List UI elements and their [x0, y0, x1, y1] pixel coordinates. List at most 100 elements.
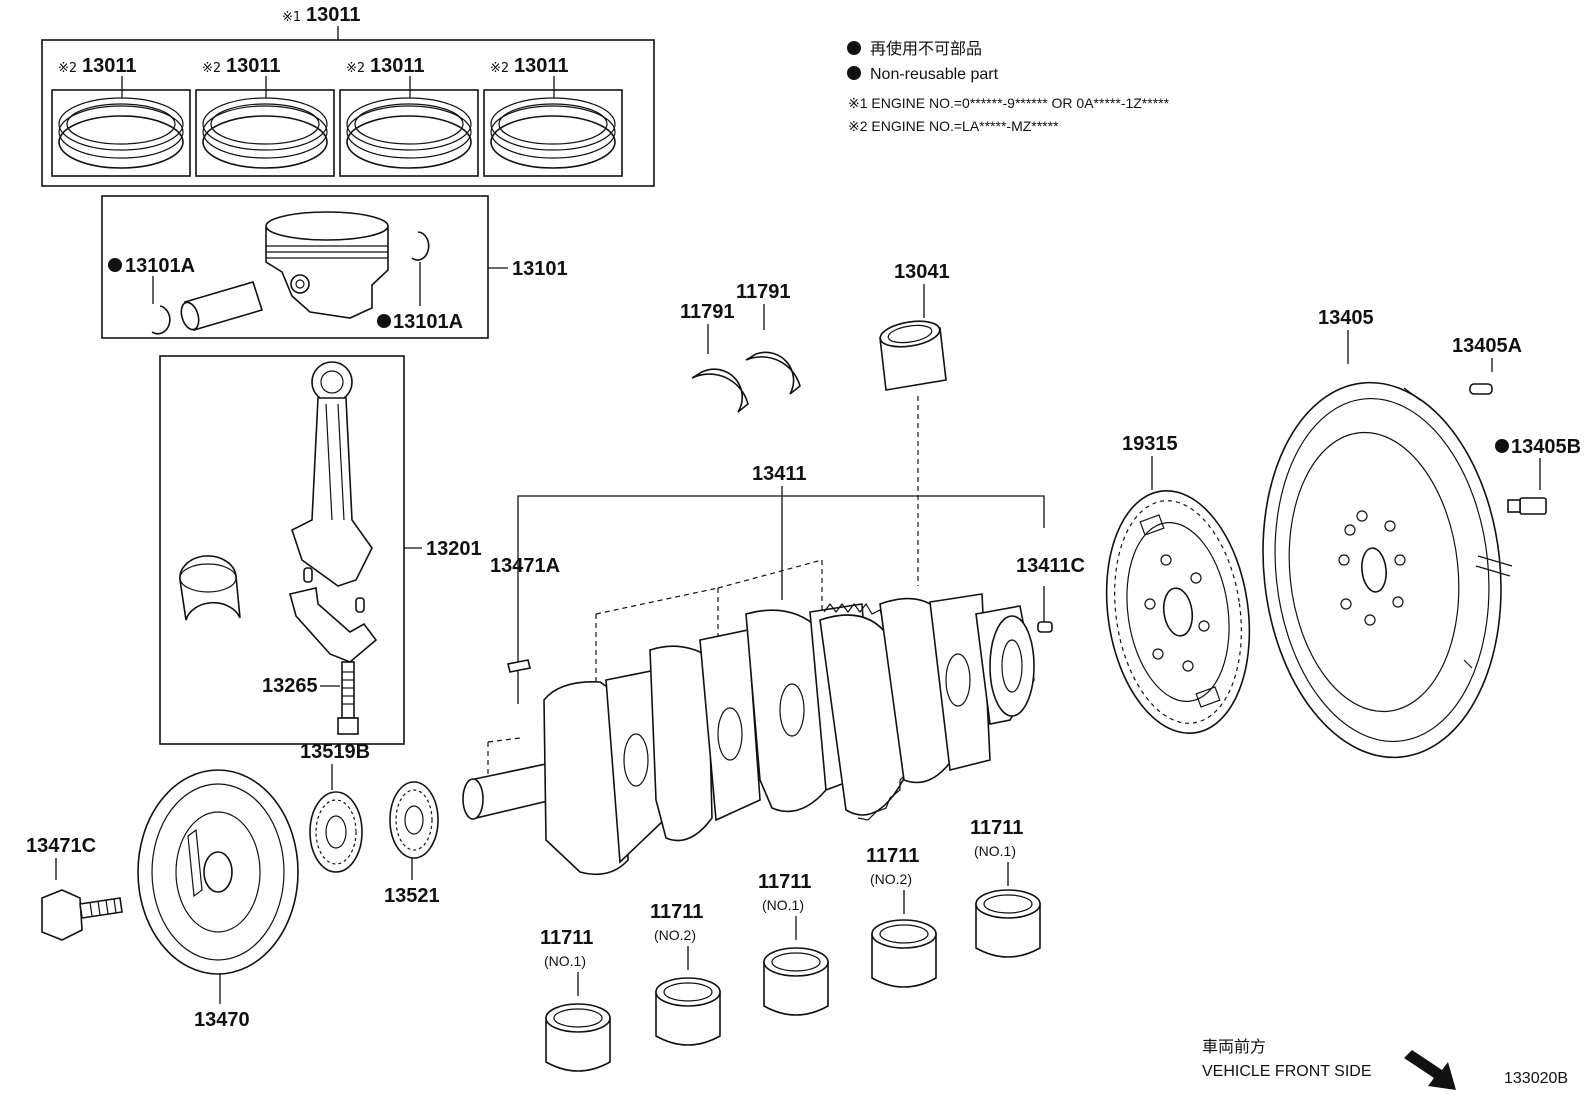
crank-key[interactable] [507, 659, 531, 673]
label-13011-main[interactable]: 13011 [306, 4, 361, 26]
flywheel-dowel-pin[interactable] [1469, 383, 1493, 395]
piston-ring-set-2[interactable] [202, 97, 328, 169]
crank-pulley[interactable] [137, 769, 299, 975]
label-13101a-left[interactable]: 13101A [125, 255, 195, 277]
piston-ring-set-3[interactable] [346, 97, 472, 169]
label-13265[interactable]: 13265 [262, 675, 318, 697]
ring-set-box-3 [339, 89, 479, 177]
main-bearing-1[interactable] [545, 1003, 611, 1072]
thrust-washer-a[interactable] [691, 368, 749, 413]
label-13011-2[interactable]: 13011 [226, 55, 281, 77]
label-13471c[interactable]: 13471C [26, 835, 96, 857]
rod-bolt[interactable] [337, 661, 359, 735]
legend-nonreusable-jp: 再使用不可部品 [870, 40, 982, 58]
rod-bearing-shell[interactable] [179, 555, 241, 621]
nonreusable-bullet-icon [1495, 439, 1509, 453]
connecting-rod[interactable] [291, 361, 373, 587]
legend: 再使用不可部品 Non-reusable part ※1 ENGINE NO.=… [847, 40, 1170, 134]
label-13470[interactable]: 13470 [194, 1009, 250, 1031]
thrust-washer-b[interactable] [745, 351, 801, 395]
footer: 車両前方 VEHICLE FRONT SIDE 133020B [1202, 1038, 1568, 1090]
label-13101a-right[interactable]: 13101A [393, 311, 463, 333]
label-11711-5-sub: (NO.1) [974, 843, 1016, 859]
rod-cap[interactable] [289, 567, 378, 663]
label-19315[interactable]: 19315 [1122, 433, 1178, 455]
main-bearing-2[interactable] [655, 977, 721, 1046]
snap-ring-left[interactable] [151, 305, 171, 335]
label-11711-2-sub: (NO.2) [654, 927, 696, 943]
label-11791-b[interactable]: 11791 [736, 281, 791, 303]
label-11791-a[interactable]: 11791 [680, 301, 735, 323]
label-13041[interactable]: 13041 [894, 261, 950, 283]
piston-group: 13101 13101A 13101A [101, 195, 568, 339]
label-13405[interactable]: 13405 [1318, 307, 1374, 329]
piston-ring-group: ※1 13011 ※2 13011 ※2 13011 ※2 13011 [41, 4, 655, 187]
crankshaft[interactable] [462, 593, 1035, 876]
bushing[interactable] [878, 317, 947, 391]
legend-note-2: ※2 ENGINE NO.=LA*****-MZ***** [848, 118, 1059, 134]
label-13471a[interactable]: 13471A [490, 555, 560, 577]
main-bearing-group: 11711 (NO.1) 11711 (NO.2) 11711 (NO.1) 1… [540, 817, 1041, 1072]
crankshaft-group: 13411 13471A 13411C [462, 463, 1085, 876]
ring-set-box-2 [195, 89, 335, 177]
ref-mark-1: ※1 [282, 10, 301, 25]
piston-ring-set-1[interactable] [58, 97, 184, 169]
label-11711-5[interactable]: 11711 [970, 817, 1023, 839]
label-13011-1[interactable]: 13011 [82, 55, 137, 77]
label-13519b[interactable]: 13519B [300, 741, 370, 763]
ref-mark-2: ※2 [490, 61, 509, 76]
piston-pin[interactable] [178, 281, 264, 332]
ring-set-box-1 [51, 89, 191, 177]
main-bearing-4[interactable] [871, 919, 937, 988]
label-11711-4-sub: (NO.2) [870, 871, 912, 887]
main-bearing-3[interactable] [763, 947, 829, 1016]
timing-gear-group: 13519B 13521 [300, 741, 440, 907]
main-bearing-5[interactable] [975, 889, 1041, 958]
ring-set-outer-box [41, 39, 655, 187]
piston[interactable] [265, 211, 389, 319]
label-13411c[interactable]: 13411C [1016, 555, 1085, 577]
piston-ring-set-4[interactable] [490, 97, 616, 169]
legend-nonreusable-en: Non-reusable part [870, 66, 999, 83]
gear-13519b[interactable] [309, 791, 363, 873]
label-13011-4[interactable]: 13011 [514, 55, 569, 77]
ref-mark-2: ※2 [202, 61, 221, 76]
thrust-washer-group: 11791 11791 13041 [680, 261, 950, 586]
timing-plate-group: 19315 [1092, 433, 1265, 742]
label-11711-4[interactable]: 11711 [866, 845, 919, 867]
ref-mark-2: ※2 [58, 61, 77, 76]
nonreusable-bullet-icon [108, 258, 122, 272]
label-13521[interactable]: 13521 [384, 885, 440, 907]
flywheel-bolt[interactable] [1507, 497, 1547, 515]
label-11711-2[interactable]: 11711 [650, 901, 703, 923]
diagram-code: 133020B [1504, 1070, 1568, 1087]
ring-set-box-4 [483, 89, 623, 177]
label-11711-3-sub: (NO.1) [762, 897, 804, 913]
crank-pin[interactable] [1037, 621, 1053, 633]
gear-13521[interactable] [389, 781, 439, 859]
nonreusable-bullet-icon [847, 66, 861, 80]
label-11711-1-sub: (NO.1) [544, 953, 586, 969]
snap-ring-right[interactable] [411, 231, 430, 261]
label-13201[interactable]: 13201 [426, 538, 482, 560]
label-13411[interactable]: 13411 [752, 463, 807, 485]
nonreusable-bullet-icon [847, 41, 861, 55]
timing-rotor-plate[interactable] [1092, 481, 1265, 742]
crank-pulley-bolt[interactable] [41, 889, 123, 941]
label-13011-3[interactable]: 13011 [370, 55, 425, 77]
label-13405b[interactable]: 13405B [1511, 436, 1581, 458]
vehicle-front-en: VEHICLE FRONT SIDE [1202, 1063, 1372, 1080]
connecting-rod-group: 13201 13265 [159, 355, 482, 745]
label-11711-1[interactable]: 11711 [540, 927, 593, 949]
label-13405a[interactable]: 13405A [1452, 335, 1522, 357]
crank-pulley-group: 13471C 13470 [26, 769, 299, 1031]
label-13101[interactable]: 13101 [512, 258, 568, 280]
legend-note-1: ※1 ENGINE NO.=0******-9****** OR 0A*****… [848, 95, 1170, 111]
flywheel[interactable] [1245, 371, 1519, 770]
ref-mark-2: ※2 [346, 61, 365, 76]
label-11711-3[interactable]: 11711 [758, 871, 811, 893]
flywheel-group: 13405 13405A 13405B [1245, 307, 1581, 770]
front-direction-arrow-icon [1404, 1050, 1456, 1090]
connecting-rod-box [159, 355, 405, 745]
